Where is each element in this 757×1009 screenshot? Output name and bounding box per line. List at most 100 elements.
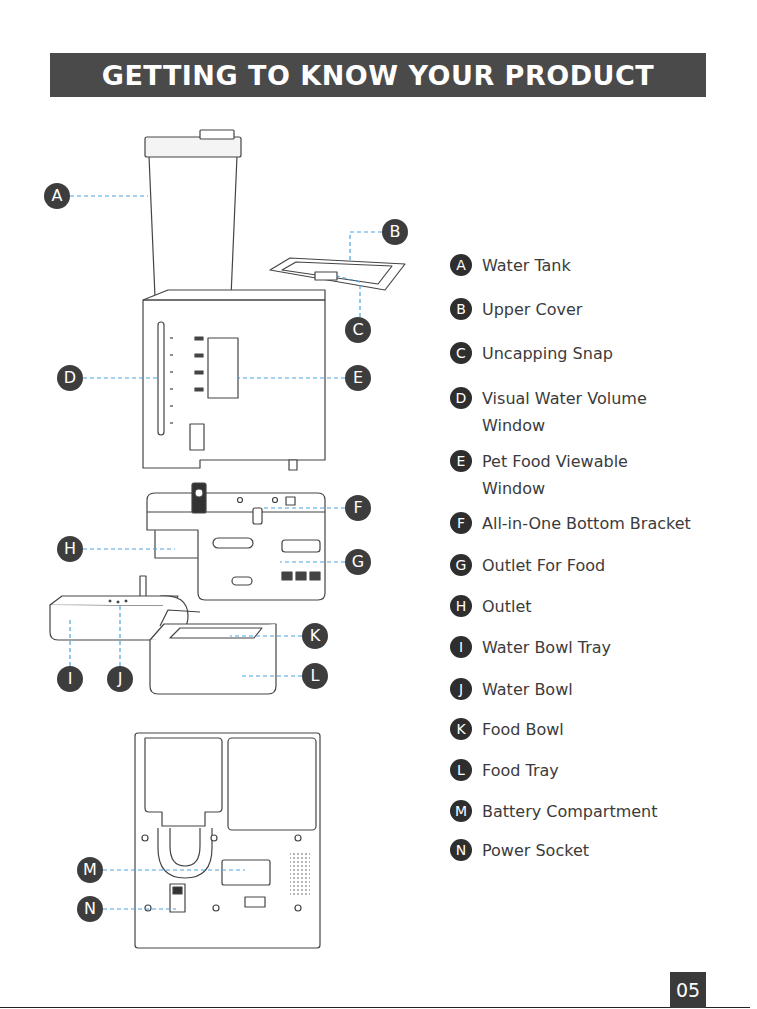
button-ring (195, 489, 203, 497)
callout-circle: I (57, 666, 83, 692)
bowl-dot (109, 600, 111, 602)
bowl-channel-inner (170, 828, 200, 866)
callout-letter: H (64, 541, 76, 557)
letter-badge: F (450, 512, 472, 534)
bracket-slot (232, 577, 252, 585)
legend-item: C Uncapping Snap (450, 340, 752, 367)
callout-letter: L (457, 763, 465, 777)
callout-circle: J (107, 666, 133, 692)
callout-circle: F (345, 495, 371, 521)
legend-item: M Battery Compartment (450, 798, 752, 825)
letter-badge: E (450, 450, 472, 472)
callout-circle: C (345, 317, 371, 343)
main-body (143, 300, 325, 468)
part-name: Outlet (482, 593, 532, 620)
bracket-edge (147, 511, 325, 512)
bracket-key (282, 572, 292, 580)
letter-badge: C (450, 342, 472, 364)
callout-letter: M (455, 804, 467, 818)
letter-badge: H (450, 595, 472, 617)
leader-line (83, 377, 160, 378)
legend-item: H Outlet (450, 593, 752, 620)
bracket-key (310, 572, 320, 580)
callout-letter: K (456, 722, 465, 736)
callout-letter: J (118, 671, 123, 687)
water-window (158, 322, 164, 435)
screw (211, 835, 217, 841)
part-name: All-in-One Bottom Bracket (482, 510, 691, 537)
power-button (192, 483, 206, 513)
upper-cover (270, 258, 405, 290)
page-title: GETTING TO KNOW YOUR PRODUCT (102, 60, 654, 91)
callout-circle: M (77, 857, 103, 883)
legend-item: E Pet Food Viewable Window (450, 448, 667, 502)
bracket-key (296, 572, 306, 580)
screw (142, 835, 148, 841)
callout-circle: A (44, 183, 70, 209)
leader-line (103, 869, 245, 870)
letter-badge: M (450, 800, 472, 822)
callout-circle: E (345, 365, 371, 391)
body-latch (289, 460, 297, 470)
callout-circle: G (345, 549, 371, 575)
water-tray-top (50, 596, 178, 606)
speaker-grill (290, 852, 310, 895)
letter-badge: B (450, 298, 472, 320)
body-edge (143, 299, 325, 300)
food-scale-mark (195, 388, 203, 391)
callout-circle: D (57, 365, 83, 391)
part-name: Outlet For Food (482, 552, 605, 579)
callout-letter: C (352, 322, 363, 338)
water-tray-front (50, 605, 172, 640)
callout-letter: I (68, 671, 73, 687)
callout-letter: E (457, 454, 466, 468)
legend-item: F All-in-One Bottom Bracket (450, 510, 752, 537)
leader-line (350, 232, 382, 262)
bowl-dot (117, 601, 119, 603)
upper-cover-inner (282, 262, 392, 284)
letter-badge: A (450, 254, 472, 276)
leader-line (69, 618, 70, 666)
part-name: Water Tank (482, 252, 571, 279)
letter-badge: G (450, 554, 472, 576)
food-outlet (213, 538, 253, 548)
letter-badge: L (450, 759, 472, 781)
part-name: Battery Compartment (482, 798, 658, 825)
callout-letter: B (456, 302, 466, 316)
callout-circle: B (382, 219, 408, 245)
food-window (208, 338, 238, 398)
part-name: Uncapping Snap (482, 340, 613, 367)
part-name: Pet Food Viewable Window (482, 448, 667, 502)
scale-tick (170, 388, 173, 389)
callout-letter: F (353, 500, 362, 516)
letter-badge: N (450, 839, 472, 861)
food-tray-front (150, 624, 276, 694)
bottom-bracket (147, 493, 325, 600)
part-name: Water Bowl (482, 676, 573, 703)
leader-line (119, 603, 120, 666)
callout-letter: E (353, 370, 363, 386)
legend-item: JWater Bowl (450, 676, 752, 703)
callout-circle: L (302, 663, 328, 689)
page-number-box: 05 (670, 972, 706, 1008)
bottom-view (135, 733, 320, 948)
letter-badge: K (450, 718, 472, 740)
page-number: 05 (676, 981, 700, 1000)
screw (295, 905, 301, 911)
screw (213, 905, 219, 911)
food-chute (160, 610, 200, 626)
bracket-clip (286, 497, 295, 505)
tank-lid (145, 137, 241, 157)
tank-body (149, 156, 237, 297)
power-socket (170, 884, 185, 912)
legend-item: NPower Socket (450, 837, 752, 864)
food-scale-mark (195, 371, 203, 374)
legend-item: G Outlet For Food (450, 552, 752, 579)
callout-letter: N (456, 843, 466, 857)
bracket-hole (273, 498, 278, 503)
food-bowl-slot (228, 738, 316, 830)
callout-letter: A (52, 188, 63, 204)
